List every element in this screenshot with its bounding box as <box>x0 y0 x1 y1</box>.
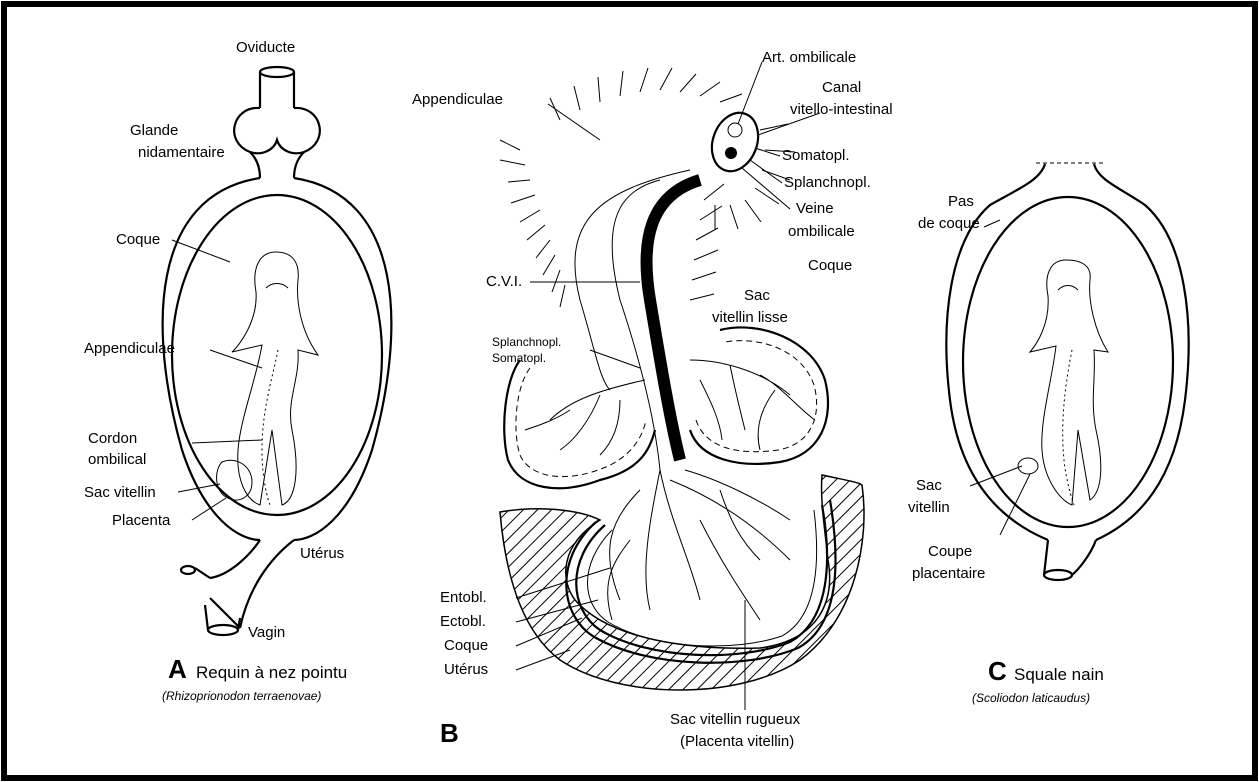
c-caption: Squale nain <box>1014 665 1104 684</box>
b-label-coque-bottom: Coque <box>444 637 488 654</box>
a-label-appendiculae: Appendiculae <box>84 340 175 357</box>
b-label-sac: Sac <box>744 287 770 304</box>
c-label-sac: Sac <box>916 477 942 494</box>
a-label-vagin: Vagin <box>248 624 285 641</box>
b-label-ombilicale: ombilicale <box>788 223 855 240</box>
b-uterus-wall <box>500 475 864 690</box>
c-label-placentaire: placentaire <box>912 565 985 582</box>
a-label-nidamentaire: nidamentaire <box>138 144 225 161</box>
b-label-splanchnopl-left: Splanchnopl. <box>492 335 561 349</box>
a-label-ombilical: ombilical <box>88 451 146 468</box>
panel-a: Oviducte Glande nidamentaire Coque Appen… <box>84 39 391 703</box>
b-label-somatopl: Somatopl. <box>782 147 850 164</box>
c-species: (Scoliodon laticaudus) <box>972 691 1090 705</box>
a-label-coque: Coque <box>116 231 160 248</box>
b-label-appendiculae: Appendiculae <box>412 91 503 108</box>
c-label-pas: Pas <box>948 193 974 210</box>
b-label-placenta-vitellin: (Placenta vitellin) <box>680 733 794 750</box>
b-label-entobl: Entobl. <box>440 589 487 606</box>
b-label-vitellin-lisse: vitellin lisse <box>712 309 788 326</box>
c-letter: C <box>988 656 1007 686</box>
a-label-uterus: Utérus <box>300 545 344 562</box>
b-letter: B <box>440 718 459 748</box>
a-label-glande: Glande <box>130 122 178 139</box>
c-label-coupe: Coupe <box>928 543 972 560</box>
b-label-somatopl-left: Somatopl. <box>492 351 546 365</box>
b-label-veine: Veine <box>796 200 834 217</box>
c-label-vitellin: vitellin <box>908 499 950 516</box>
a-label-oviducte: Oviducte <box>236 39 295 56</box>
b-label-canal: Canal <box>822 79 861 96</box>
b-label-sac-rugueux: Sac vitellin rugueux <box>670 711 801 728</box>
b-label-splanchnopl: Splanchnopl. <box>784 174 871 191</box>
b-label-cvi: C.V.I. <box>486 273 522 290</box>
a-caption: Requin à nez pointu <box>196 663 347 682</box>
panel-c: Pas de coque Sac vitellin Coupe placenta… <box>908 163 1189 705</box>
b-label-coque: Coque <box>808 257 852 274</box>
panel-c-drawing <box>946 163 1188 580</box>
b-label-art-ombilicale: Art. ombilicale <box>762 49 856 66</box>
a-label-placenta: Placenta <box>112 512 171 529</box>
b-label-vitello-intestinal: vitello-intestinal <box>790 101 893 118</box>
a-letter: A <box>168 654 187 684</box>
panel-b: Appendiculae Art. ombilicale Canal vitel… <box>412 49 893 750</box>
a-species: (Rhizoprionodon terraenovae) <box>162 689 321 703</box>
c-label-de-coque: de coque <box>918 215 980 232</box>
b-label-uterus: Utérus <box>444 661 488 678</box>
a-label-cordon: Cordon <box>88 430 137 447</box>
b-label-ectobl: Ectobl. <box>440 613 486 630</box>
a-label-sac-vitellin: Sac vitellin <box>84 484 156 501</box>
